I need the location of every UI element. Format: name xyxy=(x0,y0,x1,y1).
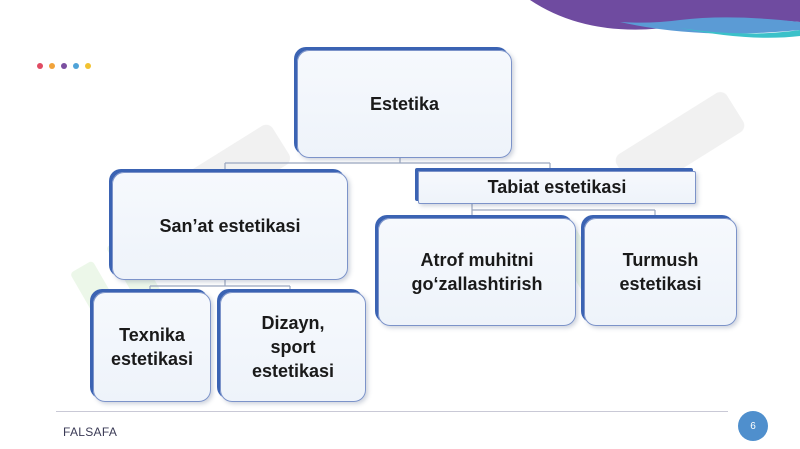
decorative-dots xyxy=(37,63,91,69)
branch-node-2: Tabiat estetikasi xyxy=(418,171,696,204)
root-node: Estetika xyxy=(297,50,512,158)
dot-5 xyxy=(85,63,91,69)
dot-2 xyxy=(49,63,55,69)
page-number-badge: 6 xyxy=(738,411,768,441)
leaf-node-2-1: Atrof muhitni go‘zallashtirish xyxy=(378,218,576,326)
dot-3 xyxy=(61,63,67,69)
leaf-node-2-2: Turmush estetikasi xyxy=(584,218,737,326)
branch-node-1: San’at estetikasi xyxy=(112,172,348,280)
leaf-node-1-2: Dizayn, sport estetikasi xyxy=(220,292,366,402)
corner-wave-decoration xyxy=(530,0,800,38)
dot-4 xyxy=(73,63,79,69)
footer-divider xyxy=(56,411,728,412)
footer-subject: FALSAFA xyxy=(63,425,118,439)
leaf-node-1-1: Texnika estetikasi xyxy=(93,292,211,402)
dot-1 xyxy=(37,63,43,69)
